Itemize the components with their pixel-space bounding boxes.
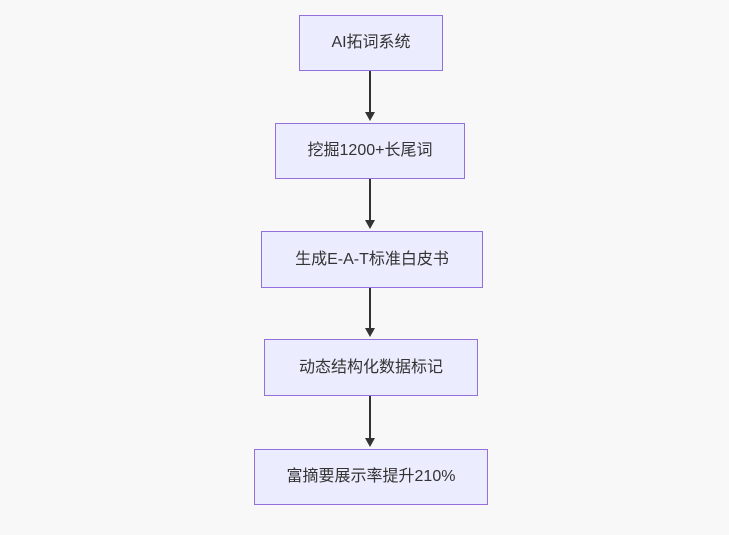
flow-node-dynamic-structured-data-markup: 动态结构化数据标记 bbox=[264, 339, 478, 396]
flow-node-mine-longtail-keywords: 挖掘1200+长尾词 bbox=[275, 123, 465, 179]
arrowhead-down-icon bbox=[365, 328, 375, 337]
arrowhead-down-icon bbox=[365, 112, 375, 121]
flow-node-ai-word-expansion-system: AI拓词系统 bbox=[299, 15, 443, 71]
arrow-line bbox=[369, 288, 371, 328]
arrow-line bbox=[369, 179, 371, 220]
flow-arrow-1 bbox=[365, 71, 375, 121]
arrow-line bbox=[369, 71, 371, 112]
flow-node-label: 生成E-A-T标准白皮书 bbox=[295, 250, 449, 268]
flow-arrow-2 bbox=[365, 179, 375, 229]
flow-node-label: AI拓词系统 bbox=[331, 34, 411, 52]
flow-node-label: 挖掘1200+长尾词 bbox=[307, 142, 433, 160]
arrowhead-down-icon bbox=[365, 220, 375, 229]
flow-node-rich-snippet-rate-increase: 富摘要展示率提升210% bbox=[254, 449, 488, 505]
arrowhead-down-icon bbox=[365, 438, 375, 447]
flow-arrow-4 bbox=[365, 396, 375, 447]
flow-node-label: 富摘要展示率提升210% bbox=[286, 468, 456, 486]
arrow-line bbox=[369, 396, 371, 438]
flow-node-generate-eat-whitepaper: 生成E-A-T标准白皮书 bbox=[261, 231, 483, 288]
flow-arrow-3 bbox=[365, 288, 375, 337]
flow-node-label: 动态结构化数据标记 bbox=[298, 358, 443, 376]
